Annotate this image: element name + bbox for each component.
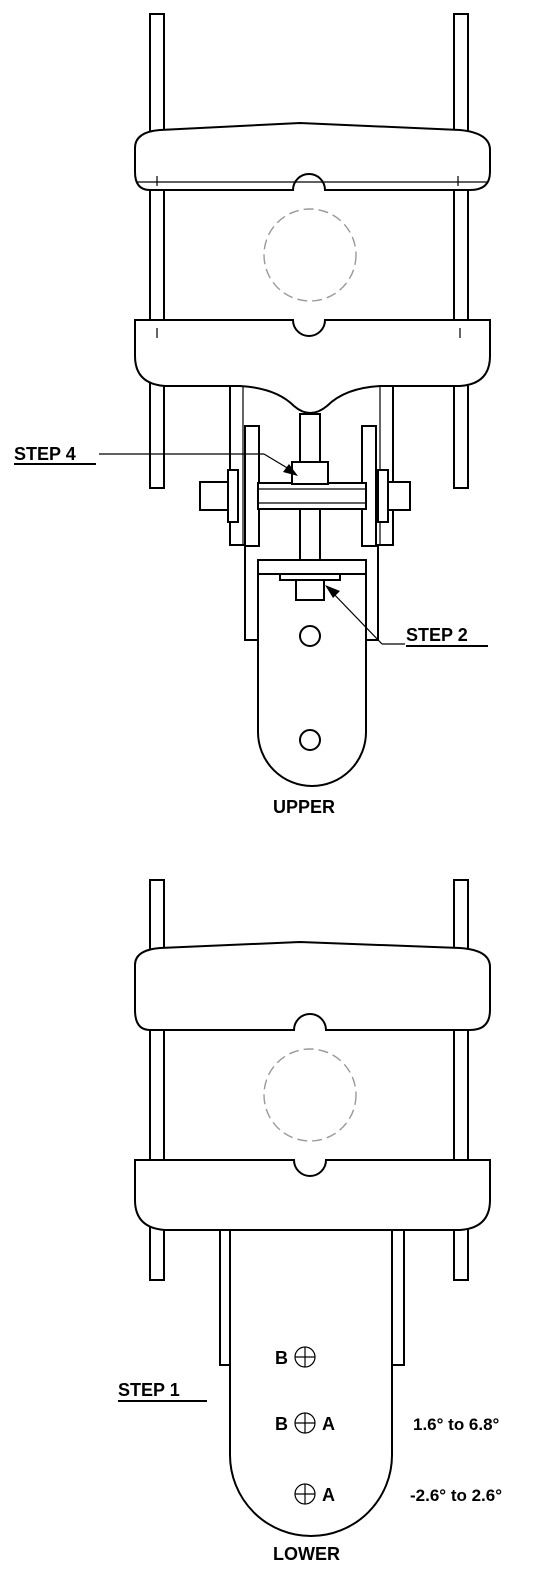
upper-clamp-top [134, 121, 491, 191]
upper-rod-right [453, 13, 469, 489]
upper-pivot-nut-right [387, 481, 411, 511]
lower-pipe-outline [263, 1048, 357, 1142]
hole-2-right-letter: A [322, 1414, 335, 1434]
upper-pivot-bolt [257, 482, 367, 510]
upper-side-plate-left [244, 425, 260, 547]
step2-leader [329, 589, 383, 645]
step2-label: STEP 2 [406, 625, 468, 645]
upper-pipe-outline [263, 208, 357, 302]
lower-hole-row-2: B A 1.6° to 6.8° [275, 1412, 500, 1434]
upper-lower-nut [295, 579, 325, 601]
step4-label: STEP 4 [14, 444, 76, 464]
hole-1-left-letter: B [275, 1348, 288, 1368]
upper-tongue-hole-1 [299, 625, 321, 647]
lower-hole-row-3: A -2.6° to 2.6° [294, 1483, 502, 1505]
lower-hole-row-1: B [275, 1346, 316, 1368]
lower-tongue [229, 1229, 393, 1537]
lower-clamp-top [134, 940, 491, 1031]
upper-pivot-washer-left [227, 469, 239, 523]
hole-3-right-letter: A [322, 1485, 335, 1505]
upper-caption: UPPER [273, 797, 335, 817]
hole-3-angle-range: -2.6° to 2.6° [410, 1486, 502, 1505]
upper-tongue-hole-2 [299, 729, 321, 751]
lower-assembly: B B A 1.6° to 6.8° A -2.6° to 2.6° STEP … [118, 879, 502, 1564]
upper-center-nut [291, 461, 329, 485]
lower-clamp-bottom [134, 1159, 491, 1231]
upper-cross-bar [257, 559, 367, 575]
step1-label: STEP 1 [118, 1380, 180, 1400]
step2-arrow [325, 585, 340, 598]
upper-tongue [257, 559, 367, 787]
upper-pivot-washer-right [377, 469, 389, 523]
upper-pivot-nut-left [199, 481, 229, 511]
hole-2-angle-range: 1.6° to 6.8° [413, 1415, 500, 1434]
hole-2-left-letter: B [275, 1414, 288, 1434]
upper-clamp-bottom [134, 319, 491, 414]
lower-caption: LOWER [273, 1544, 340, 1564]
step4-arrow [283, 464, 298, 476]
upper-rod-left [149, 13, 165, 489]
upper-assembly: STEP 4 STEP 2 UPPER [14, 13, 491, 817]
